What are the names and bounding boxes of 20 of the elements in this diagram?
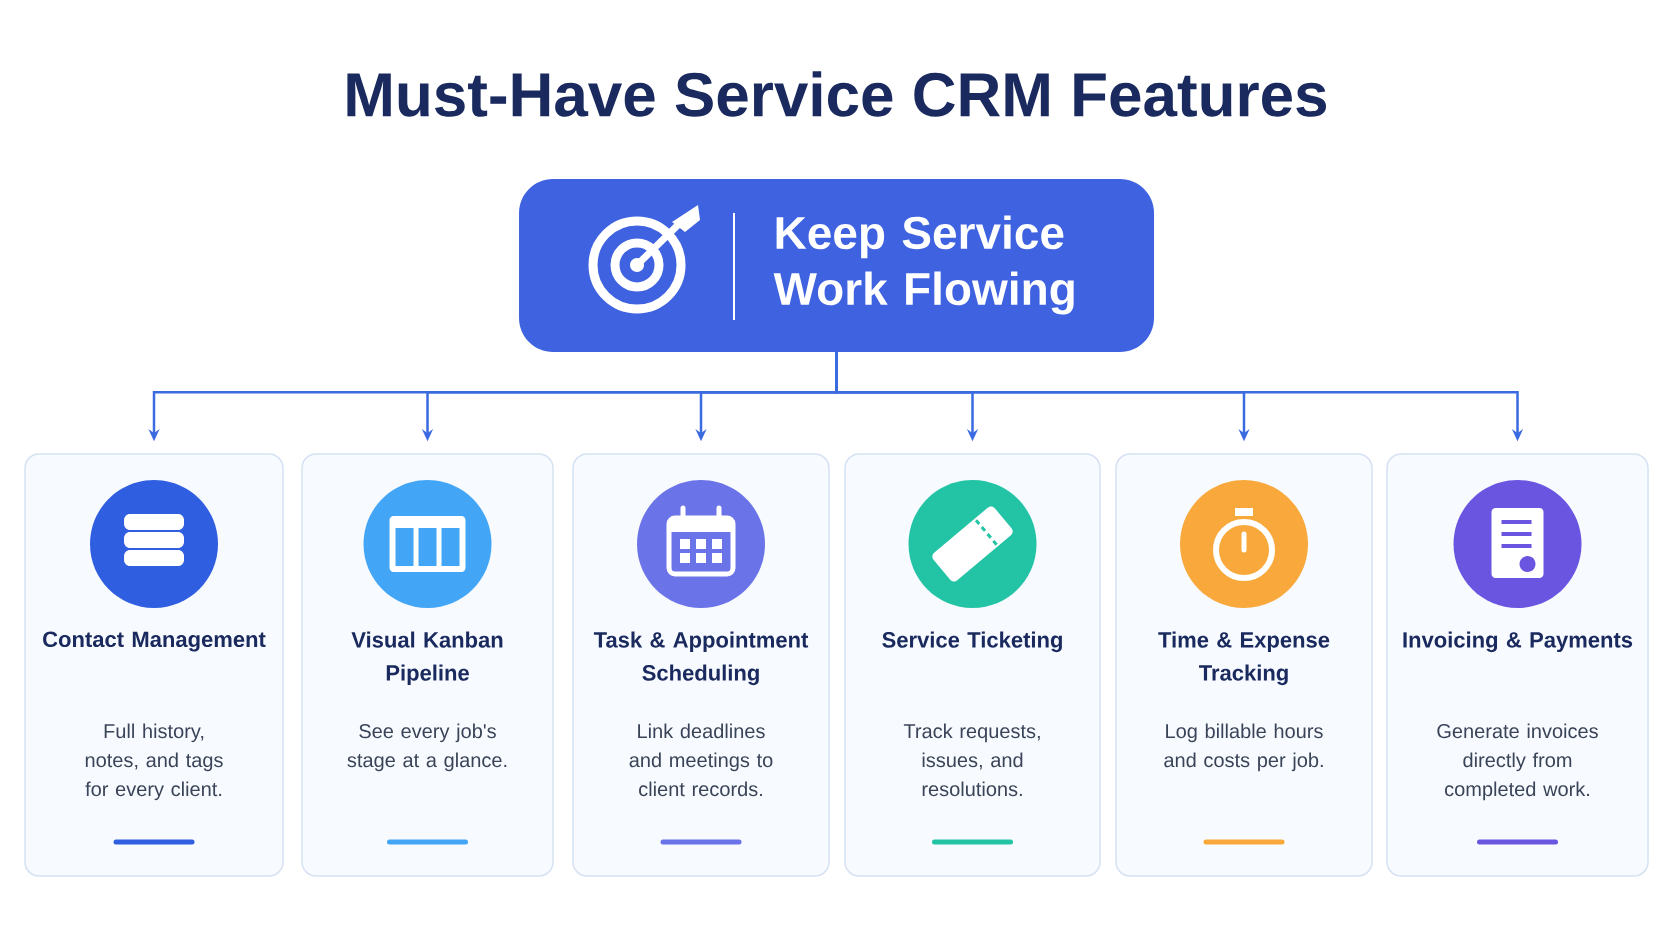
- card-description: Track requests, issues, and resolutions.: [903, 723, 1040, 797]
- card-heading: Time & Expense Tracking: [1158, 631, 1330, 686]
- goal-box: Keep Service Work Flowing: [519, 179, 1154, 352]
- card-description: Full history, notes, and tags for every client.: [85, 723, 223, 801]
- feature-card: [1386, 453, 1649, 877]
- card-heading: Service Ticketing: [882, 631, 1062, 653]
- card-heading: Invoicing & Payments: [1403, 631, 1633, 653]
- card-description: Generate invoices directly from completed work.: [1437, 723, 1598, 801]
- card-description: See every job's stage at a glance.: [347, 723, 507, 772]
- card-heading: Contact Management: [43, 631, 266, 652]
- card-description: Link deadlines and meetings to client records.: [629, 723, 773, 797]
- title: Must-Have Service CRM Features: [347, 71, 1327, 117]
- feature-card: [572, 453, 830, 877]
- feature-card: [1115, 453, 1373, 877]
- feature-card: [24, 453, 284, 877]
- feature-card: [301, 453, 554, 877]
- card-heading: Visual Kanban Pipeline: [351, 631, 503, 686]
- card-description: Log billable hours and costs per job.: [1164, 723, 1323, 772]
- card-heading: Task & Appointment Scheduling: [593, 631, 809, 686]
- feature-card: [844, 453, 1101, 877]
